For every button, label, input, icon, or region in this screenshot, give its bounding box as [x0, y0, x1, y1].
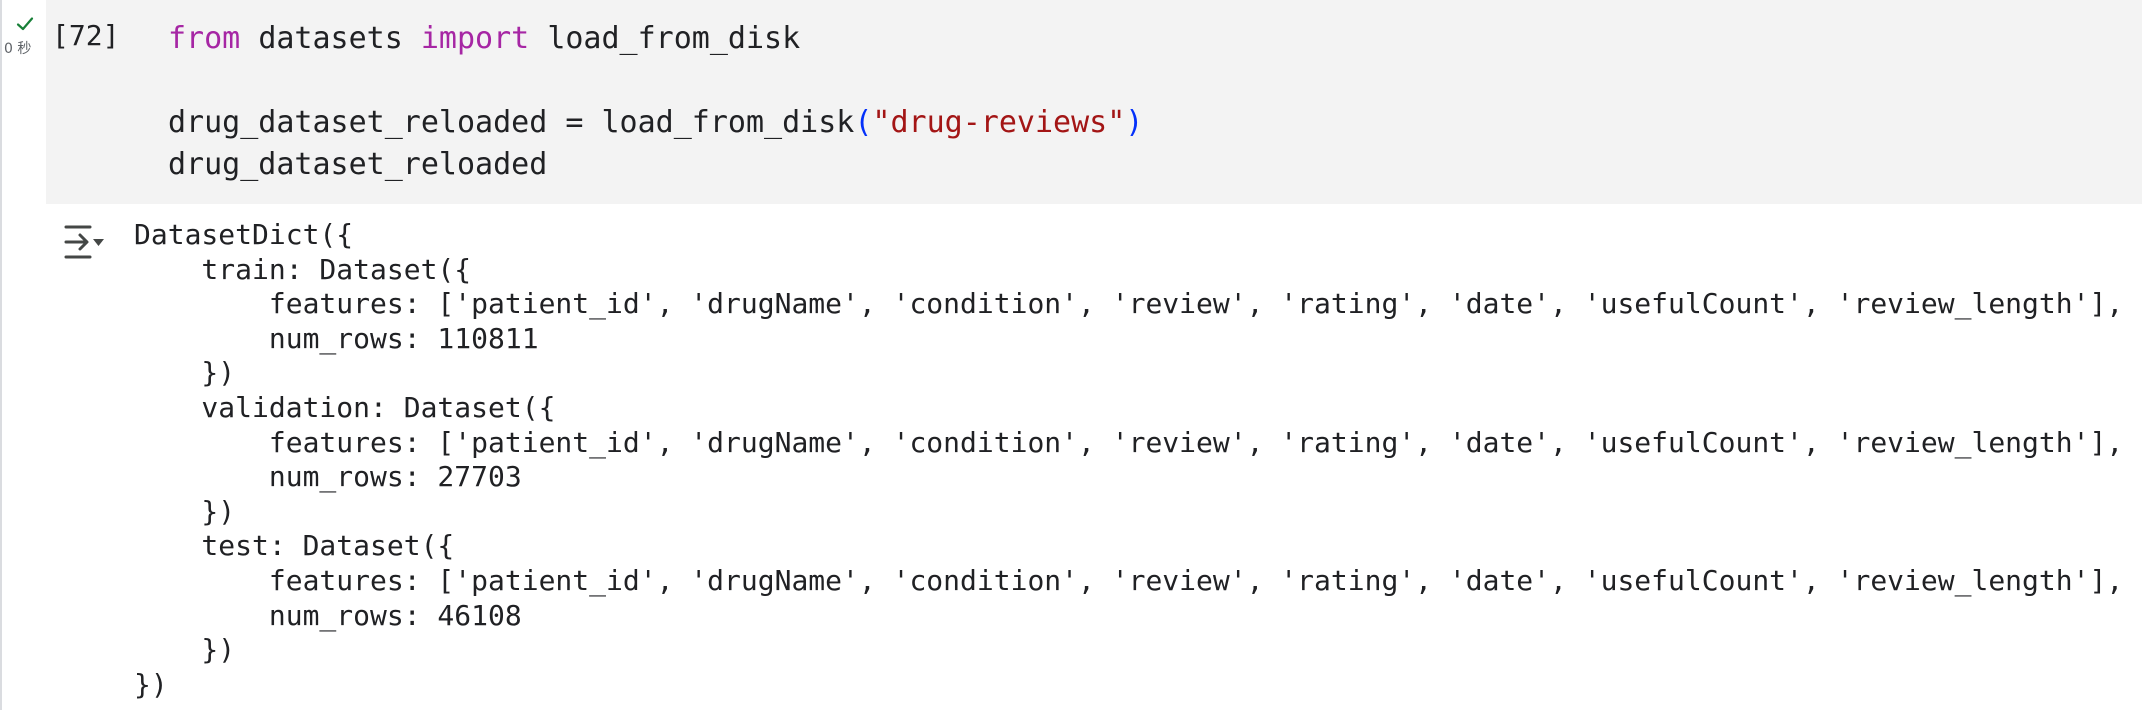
output-line: features: ['patient_id', 'drugName', 'co… [134, 287, 2124, 321]
output-line: num_rows: 110811 [134, 321, 539, 355]
output-line: }) [134, 633, 236, 667]
cell-left-border [0, 0, 2, 710]
assignment-expression: drug_dataset_reloaded = load_from_disk [168, 105, 855, 140]
imported-name: load_from_disk [547, 21, 801, 56]
output-line: validation: Dataset({ [134, 390, 556, 424]
output-line: }) [134, 667, 168, 701]
module-name: datasets [258, 21, 403, 56]
execution-time: 0 秒 [4, 41, 32, 57]
code-line-4: drug_dataset_reloaded [168, 147, 548, 182]
output-line: train: Dataset({ [134, 252, 472, 286]
code-line-1: from datasets import load_from_disk [168, 18, 1143, 60]
output-line: num_rows: 27703 [134, 460, 522, 494]
output-collapse-icon[interactable] [64, 224, 106, 260]
execution-count: [72] [52, 19, 120, 52]
output-line: num_rows: 46108 [134, 598, 522, 632]
output-area: DatasetDict({ train: Dataset({ features:… [0, 204, 2142, 710]
code-line-3: drug_dataset_reloaded = load_from_disk("… [168, 102, 1143, 144]
output-line: features: ['patient_id', 'drugName', 'co… [134, 563, 2124, 597]
output-line: test: Dataset({ [134, 529, 455, 563]
code-editor[interactable]: from datasets import load_from_disk drug… [168, 18, 1143, 186]
code-cell[interactable]: from datasets import load_from_disk drug… [46, 0, 2142, 204]
open-paren: ( [854, 105, 873, 140]
check-icon [16, 17, 34, 31]
string-literal: "drug-reviews" [872, 105, 1126, 140]
output-line: features: ['patient_id', 'drugName', 'co… [134, 425, 2124, 459]
keyword-from: from [168, 21, 241, 56]
output-text: DatasetDict({ train: Dataset({ features:… [134, 218, 2123, 702]
keyword-import: import [420, 21, 530, 56]
code-line-2 [168, 60, 1143, 102]
close-paren: ) [1125, 105, 1144, 140]
output-line: DatasetDict({ [134, 218, 354, 251]
output-line: }) [134, 494, 236, 528]
output-line: }) [134, 356, 236, 390]
execution-status[interactable]: 0 秒 [4, 16, 44, 64]
